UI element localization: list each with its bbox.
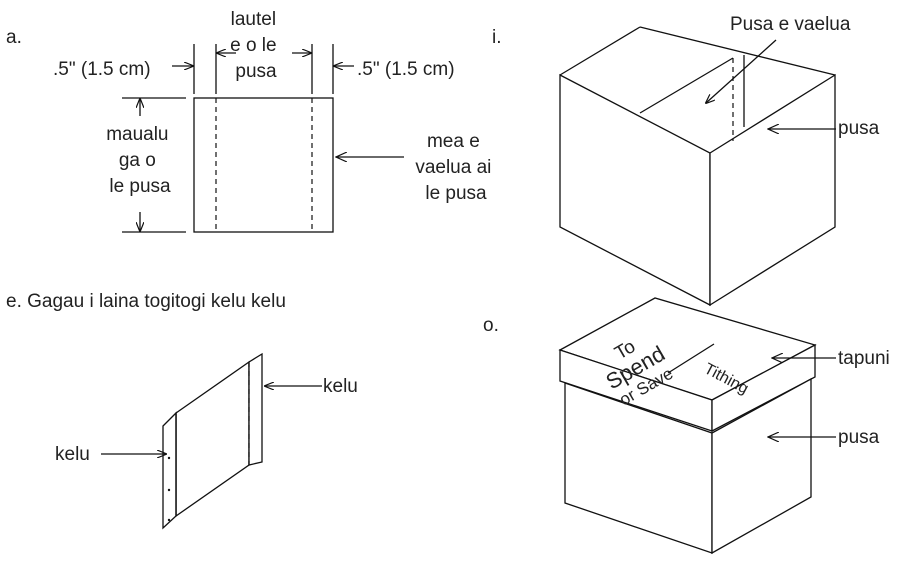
panel-o-letter: o. xyxy=(483,315,499,336)
folded-right-tab xyxy=(248,352,263,466)
box-right-face xyxy=(709,73,836,307)
dot-3 xyxy=(167,518,171,522)
divider-label: mea e vaelua ai le pusa xyxy=(415,131,496,204)
panel-e: e. Gagau i laina togitogi kelu kelu kelu… xyxy=(6,291,358,530)
panel-a: a. lautel e o le pusa .5" (1.5 cm) .5" (… xyxy=(6,9,496,233)
folded-left-tab xyxy=(162,411,177,530)
panel-e-caption: e. Gagau i laina togitogi kelu kelu xyxy=(6,291,286,312)
box-pattern xyxy=(193,97,334,233)
divider-box-label: Pusa e vaelua xyxy=(730,14,851,35)
dot-2 xyxy=(167,488,171,492)
folded-main-face xyxy=(175,360,250,518)
panel-o: o. To Spend or Save Tithing tapuni pusa xyxy=(483,297,890,555)
panel-i-letter: i. xyxy=(492,27,502,48)
dot-1 xyxy=(167,456,171,460)
box-right-face-o xyxy=(711,377,812,555)
lid-divider-line xyxy=(667,343,715,374)
panel-a-letter: a. xyxy=(6,27,22,48)
panel-i: i. Pusa e vaelua pusa xyxy=(492,14,880,307)
box-front-face xyxy=(559,73,711,307)
lid-right-band xyxy=(711,343,816,433)
margin-right-label: .5" (1.5 cm) xyxy=(357,59,455,80)
box-label-i: pusa xyxy=(838,118,880,139)
length-label: maualu ga o le pusa xyxy=(106,124,174,197)
box-label-o: pusa xyxy=(838,427,880,448)
tab-right-label: kelu xyxy=(323,376,358,397)
lid-label: tapuni xyxy=(838,348,890,369)
divider-top-edge xyxy=(639,57,734,114)
box-back-top-edge xyxy=(639,26,836,76)
divider-box-arrow xyxy=(706,39,777,103)
margin-left-label: .5" (1.5 cm) xyxy=(53,59,151,80)
box-back-left-edge xyxy=(559,26,641,76)
tab-left-label: kelu xyxy=(55,444,90,465)
width-label: lautel e o le pusa xyxy=(230,9,282,82)
